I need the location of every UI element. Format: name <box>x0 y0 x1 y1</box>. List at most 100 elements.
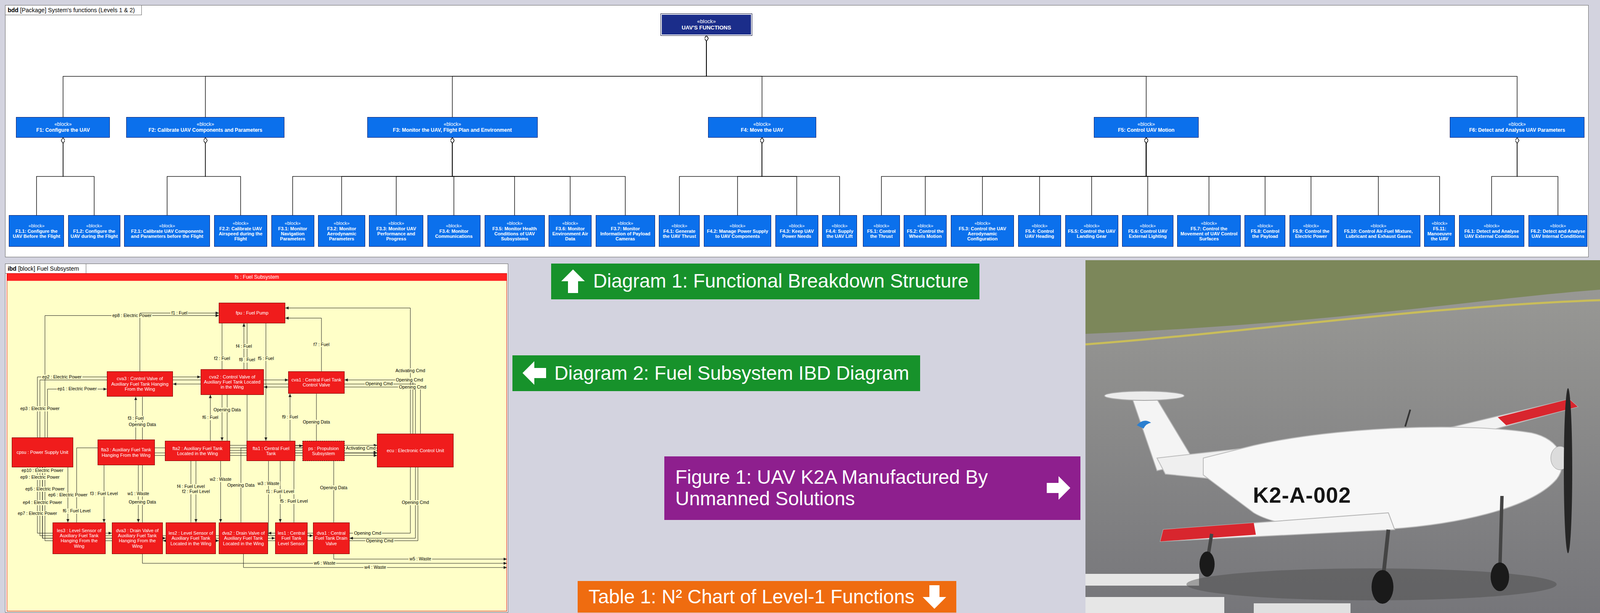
root-block: «block»UAV'S FUNCTIONS <box>660 13 752 36</box>
block-name: F2: Calibrate UAV Components and Paramet… <box>148 127 263 133</box>
subfunction-block: «block»F1.1: Configure the UAV Before th… <box>8 214 64 247</box>
stereotype: «block» <box>86 222 103 229</box>
block-name: F6.1: Detect and Analyse UAV External Co… <box>1461 228 1523 239</box>
part-block: fpu : Fuel Pump <box>218 302 286 324</box>
subfunction-block: «block»F3.1: Monitor Navigation Paramete… <box>271 214 315 247</box>
flow-label: w1 : Waste <box>126 490 151 497</box>
part-name: cpsu : Power Supply Unit <box>16 449 69 455</box>
flow-label: f6 : Fuel <box>201 414 220 420</box>
part-block: fta1 : Central Fuel Tank <box>246 440 296 462</box>
stereotype: «block» <box>1302 222 1319 229</box>
function-block: «block»F1: Configure the UAV <box>15 116 110 138</box>
block-name: F1: Configure the UAV <box>36 127 90 133</box>
part-name: les2 : Level Sensor of Auxiliary Fuel Ta… <box>167 530 214 546</box>
diagram-frame: ibd[block] Fuel Subsystemfs : Fuel Subsy… <box>5 263 509 613</box>
composition-link <box>1091 137 1147 215</box>
flow-label: ep2 : Electric Power <box>41 374 83 380</box>
subfunction-block: «block»F4.4: Supply the UAV Lift <box>822 214 857 247</box>
block-name: F4.3: Keep UAV Power Needs <box>777 228 817 239</box>
item-flow <box>139 313 219 372</box>
stereotype: «block» <box>443 121 461 128</box>
block-name: F2.1: Calibrate UAV Components and Param… <box>126 228 208 239</box>
flow-label: Opening Data <box>302 419 332 425</box>
block-name: F1.2: Configure the UAV during the Fligh… <box>70 228 119 239</box>
grass <box>1085 260 1600 334</box>
registration-mark: K2-A-002 <box>1252 482 1351 508</box>
stereotype: «block» <box>333 220 350 226</box>
stereotype: «block» <box>1483 222 1500 229</box>
part-name: fpu : Fuel Pump <box>235 310 269 316</box>
stereotype: «block» <box>1431 220 1448 226</box>
subfunction-block: «block»F5.5: Control the UAV Landing Gea… <box>1065 214 1119 247</box>
flow-label: w2 : Waste <box>209 476 233 482</box>
diagram-kind: ibd <box>7 265 17 272</box>
stereotype: «block» <box>788 222 805 229</box>
stereotype: «block» <box>753 121 771 128</box>
block-name: F5.5: Control the UAV Landing Gear <box>1067 228 1117 239</box>
block-name: F6: Detect and Analyse UAV Parameters <box>1469 127 1566 133</box>
flow-label: f4 : Fuel <box>235 343 253 349</box>
flow-label: w5 : Waste <box>408 556 433 562</box>
arrow-icon <box>921 583 948 610</box>
caption-text: Diagram 1: Functional Breakdown Structur… <box>593 270 969 292</box>
arrow-shape <box>561 269 585 293</box>
stereotype: «block» <box>974 220 991 226</box>
part-block: cva2 : Control Valve of Auxiliary Fuel T… <box>200 368 264 395</box>
flow-label: f4 : Fuel Level <box>176 483 206 489</box>
part-block: ecu : Electronic Control Unit <box>376 433 454 467</box>
flow-label: f8 : Fuel <box>238 357 256 363</box>
part-name: les1 : Central Fuel Tank Level Sensor <box>277 530 306 546</box>
block-name: F3.2: Monitor Aerodynamic Parameters <box>320 225 364 242</box>
uav-photo <box>1085 260 1600 613</box>
flow-label: f3 : Fuel Level <box>89 490 119 497</box>
taxi-line <box>1085 299 1600 345</box>
composition-link <box>1146 137 1440 215</box>
tarmac <box>1085 260 1600 613</box>
composition-link <box>205 137 241 215</box>
near-wing <box>1160 512 1395 542</box>
flow-label: f7 : Fuel <box>312 342 331 348</box>
stereotype: «block» <box>671 222 688 229</box>
part-name: les3 : Level Sensor of Auxiliary Fuel Ta… <box>54 527 104 549</box>
part-block: les2 : Level Sensor of Auxiliary Fuel Ta… <box>165 522 216 554</box>
flow-label: ep7 : Electric Power <box>16 510 58 516</box>
stereotype: «block» <box>506 220 523 226</box>
flow-label: Opening Cmd <box>400 499 430 505</box>
composition-link <box>63 35 707 117</box>
flow-label: w6 : Waste <box>313 560 337 566</box>
item-flow <box>142 455 377 523</box>
subfunction-block: «block»F5.2: Control the Wheels Motion <box>903 214 947 247</box>
function-block: «block»F5: Control UAV Motion <box>1093 116 1200 138</box>
block-name: F5.10: Control Air-Fuel Mixture, Lubrica… <box>1338 228 1419 239</box>
subfunction-block: «block»F3.4: Monitor Communications <box>427 214 481 247</box>
propeller <box>1563 387 1573 553</box>
part-name: cva1 : Central Fuel Tank Control Valve <box>290 376 343 388</box>
part-name: cva3 : Control Valve of Auxiliary Fuel T… <box>108 375 172 392</box>
item-flow <box>220 460 221 523</box>
composition-link <box>36 137 64 215</box>
block-name: F5.6: Control UAV External Lighting <box>1124 228 1171 239</box>
block-name: F6.2: Detect and Analyse UAV Internal Co… <box>1530 228 1586 239</box>
part-name: ecu : Electronic Control Unit <box>386 447 444 453</box>
flow-label: Activating Cmd <box>394 368 427 374</box>
flow-label: Opening Cmd <box>398 384 428 390</box>
subfunction-block: «block»F3.3: Monitor UAV Performance and… <box>368 214 424 247</box>
frame-tab: ibd[block] Fuel Subsystem <box>5 263 87 274</box>
function-block: «block»F3: Monitor the UAV, Flight Plan … <box>367 116 538 138</box>
stereotype: «block» <box>1137 121 1155 128</box>
runway-mark <box>1085 596 1225 613</box>
diagram-frame: bdd[Package] System's functions (Levels … <box>5 5 1589 258</box>
stereotype: «block» <box>1370 222 1387 229</box>
stereotype: «block» <box>1201 220 1218 226</box>
subfunction-block: «block»F4.2: Manage Power Supply to UAV … <box>703 214 772 247</box>
item-flow <box>285 307 411 434</box>
subfunction-block: «block»F2.1: Calibrate UAV Components an… <box>124 214 210 247</box>
arrow-icon <box>521 360 547 386</box>
stereotype: «block» <box>617 220 634 226</box>
composition-link <box>63 137 95 215</box>
stereotype: «block» <box>28 222 45 229</box>
flow-label: w4 : Waste <box>363 564 388 570</box>
block-name: F4.1: Generate the UAV Thrust <box>660 228 698 239</box>
part-name: fta2 : Auxiliary Fuel Tank Located in th… <box>167 445 229 457</box>
